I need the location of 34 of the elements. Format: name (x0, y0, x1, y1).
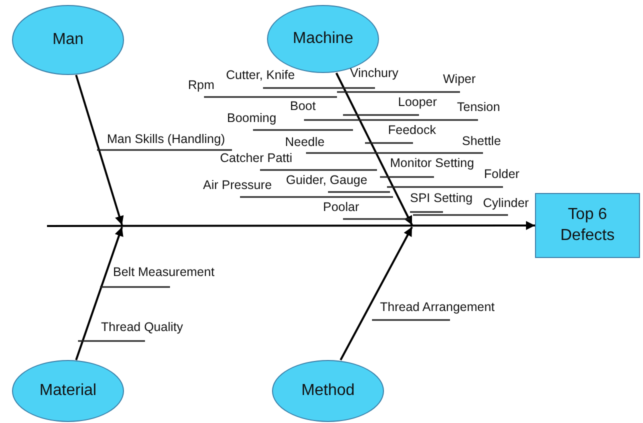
category-label: Material (40, 380, 96, 401)
cause-label: Guider, Gauge (286, 173, 368, 187)
cause-label: Needle (285, 135, 325, 149)
cause-label: Cutter, Knife (226, 68, 295, 82)
cause-label: Thread Quality (101, 320, 183, 334)
cause-label: Man Skills (Handling) (107, 132, 226, 146)
bone-arrow (75, 74, 124, 226)
cause-label: Shettle (462, 134, 501, 148)
effect-label: Top 6 Defects (559, 204, 616, 246)
cause-label: Booming (227, 111, 276, 125)
cause-label: Wiper (443, 72, 476, 86)
bone-arrow (75, 226, 124, 360)
cause-label: Vinchury (350, 66, 398, 80)
cause-label: Folder (484, 167, 520, 181)
category-label: Man (52, 30, 84, 50)
cause-label: Boot (290, 99, 316, 113)
cause-label: Looper (398, 95, 437, 109)
cause-label: Rpm (188, 78, 214, 92)
cause-label: Monitor Setting (390, 156, 474, 170)
cause-label: Poolar (323, 200, 360, 214)
cause-label: Catcher Patti (220, 151, 292, 165)
effect-box (535, 193, 640, 258)
cause-label: Belt Measurement (113, 265, 214, 279)
cause-label: Thread Arrangement (380, 300, 495, 314)
category-label: Machine (292, 28, 354, 49)
bone-arrow (340, 226, 413, 360)
cause-label: SPI Setting (410, 191, 473, 205)
bone-arrow (335, 72, 413, 226)
spine-arrow (47, 221, 535, 230)
cause-label: Cylinder (483, 196, 529, 210)
cause-label: Tension (457, 100, 500, 114)
cause-label: Air Pressure (203, 178, 272, 192)
cause-label: Feedock (388, 123, 436, 137)
category-label: Method (301, 380, 355, 401)
